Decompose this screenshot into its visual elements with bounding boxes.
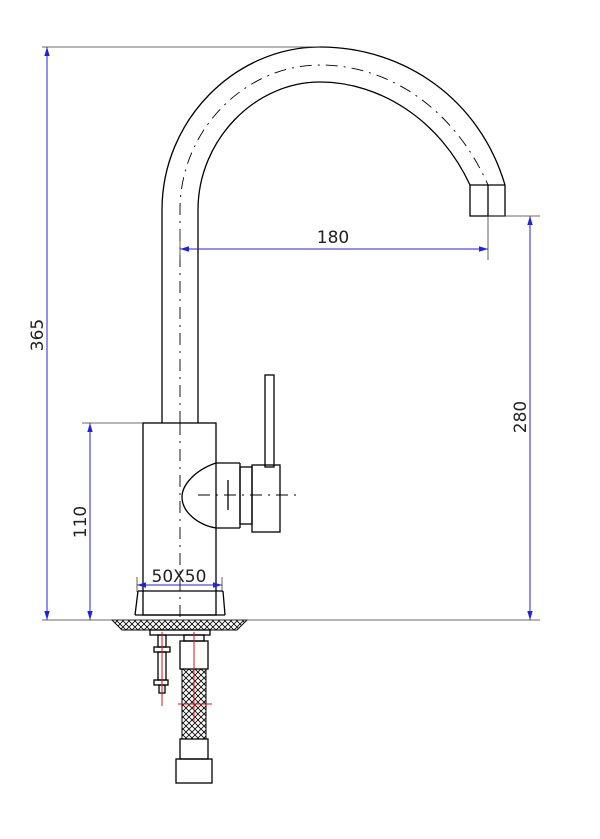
base-plate [110, 619, 249, 636]
dimension-total-height: 365 [28, 47, 50, 620]
dimension-body-height: 110 [71, 423, 93, 620]
inlet-hoses [153, 632, 213, 784]
dimension-label-spout-height: 280 [511, 401, 531, 433]
dimension-label-body-height: 110 [71, 506, 91, 538]
dimension-label-base-size: 50X50 [152, 567, 207, 587]
dimension-label-spout-reach: 180 [317, 228, 349, 248]
dimension-spout-reach: 180 [180, 228, 488, 252]
faucet-body [134, 422, 226, 625]
dimension-label-total-height: 365 [28, 319, 48, 351]
handle-lever [181, 374, 298, 533]
dimension-base-size: 50X50 [137, 567, 222, 588]
dimension-spout-height: 280 [511, 216, 533, 620]
extension-lines [42, 46, 540, 621]
